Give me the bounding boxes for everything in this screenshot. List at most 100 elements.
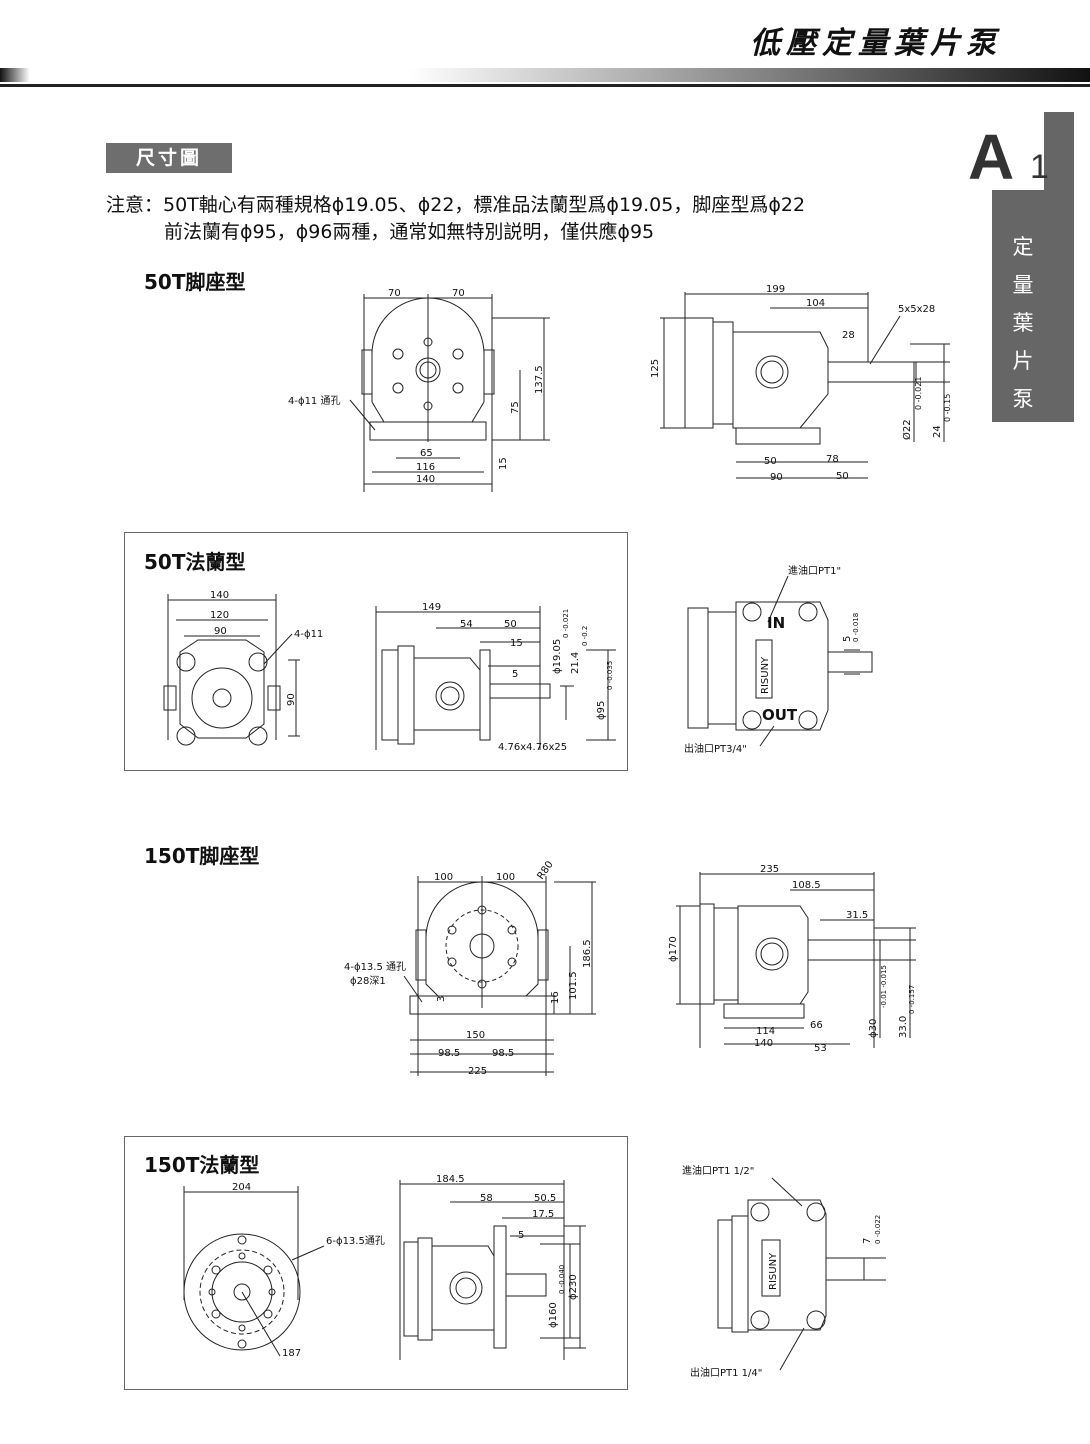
dim-50-5: 50.5	[534, 1193, 556, 1204]
dim-outer-230: ϕ230	[568, 1274, 579, 1300]
label-outlet-pt3-4: 出油口PT3/4"	[684, 742, 747, 755]
dim-75: 75	[510, 401, 521, 414]
dim-phi-170: ϕ170	[668, 936, 679, 962]
dim-70-a: 70	[388, 288, 401, 299]
dim-31-5: 31.5	[846, 910, 868, 921]
label-out: OUT	[762, 706, 798, 724]
label-brand-risuny: RISUNY	[760, 656, 771, 694]
label-inlet-pt1-1-2: 進油口PT1 1/2"	[682, 1164, 754, 1177]
dim-key-5: 5	[842, 636, 853, 642]
dim-33: 33.0	[898, 1016, 909, 1038]
dim-17-5: 17.5	[532, 1209, 554, 1220]
dim-24: 24	[932, 425, 943, 438]
dim-r80: R80	[535, 859, 555, 881]
heading-50t-foot: 50T脚座型	[144, 270, 246, 294]
heading-50t-flange: 50T法蘭型	[144, 550, 246, 574]
dim-shaft-30-tol: -0.01 -0.015	[880, 965, 888, 1008]
dim-pilot-95-tol: 0 -0.035	[606, 661, 614, 690]
dim-21-4-tol: 0 -0.2	[581, 626, 589, 646]
dim-shaft-19-05-tol: 0 -0.021	[562, 609, 570, 638]
dim-16: 16	[550, 991, 561, 1004]
heading-150t-foot: 150T脚座型	[144, 844, 260, 868]
note-line-1: 注意：50T軸心有兩種規格ϕ19.05、ϕ22，標准品法蘭型爲ϕ19.05，脚座…	[106, 194, 806, 216]
dim-150: 150	[466, 1030, 485, 1041]
label-in: IN	[767, 614, 785, 632]
dim-54: 54	[460, 619, 473, 630]
heading-150t-flange: 150T法蘭型	[144, 1153, 260, 1177]
dim-hole-4-11: 4-ϕ11	[294, 629, 323, 640]
dim-98-5-b: 98.5	[492, 1048, 514, 1059]
dim-28: 28	[842, 330, 855, 341]
note-line-2: 前法蘭有ϕ95，ϕ96兩種，通常如無特別説明，僅供應ϕ95	[164, 221, 655, 243]
dim-15: 15	[510, 638, 523, 649]
dim-53: 53	[814, 1043, 827, 1054]
side-tab	[992, 112, 1074, 422]
dim-149: 149	[422, 602, 441, 613]
dim-100-a: 100	[434, 872, 453, 883]
dim-104: 104	[806, 298, 825, 309]
drawing-50t-foot: 70 70 137.5 75 15 4-ϕ11 通孔 65 116 140 19…	[288, 284, 952, 492]
drawing-50t-flange: 140 120 90 4-ϕ11 90 149 54 50 15 5 4.76x…	[163, 564, 873, 755]
dim-90: 90	[214, 626, 227, 637]
dim-key-7-tol: 0 -0.022	[874, 1215, 882, 1244]
side-tab-text: 定量葉片泵	[1012, 235, 1034, 411]
dim-108-5: 108.5	[792, 880, 821, 891]
dim-114: 114	[756, 1026, 775, 1037]
dim-hole-6-13-5: 6-ϕ13.5通孔	[326, 1235, 385, 1247]
dim-key-5-tol: 0 -0.018	[852, 613, 860, 642]
dim-shaft-19-05: ϕ19.05	[552, 639, 563, 674]
label-outlet-pt1-1-4: 出油口PT1 1/4"	[690, 1366, 762, 1379]
dim-186-5: 186.5	[582, 939, 593, 968]
label-brand-risuny: RISUNY	[768, 1252, 779, 1290]
dim-key-4-76: 4.76x4.76x25	[498, 742, 567, 753]
dim-225: 225	[468, 1066, 487, 1077]
dim-24-tol: 0 -0.15	[943, 394, 952, 422]
dim-50: 50	[504, 619, 517, 630]
header-gradient-bar	[0, 68, 1090, 87]
dim-21-4: 21.4	[570, 652, 581, 674]
drawing-150t-flange: 204 6-ϕ13.5通孔 187 184.5 58 50.5 17.5 5 ϕ…	[183, 1164, 886, 1379]
page-title: 低壓定量葉片泵	[750, 26, 1002, 61]
dim-199: 199	[766, 284, 785, 295]
side-tab-letter: A	[968, 121, 1015, 193]
dim-137-5: 137.5	[534, 365, 545, 394]
dim-hole-4-11: 4-ϕ11 通孔	[288, 395, 340, 407]
dim-hole-4-13-5: 4-ϕ13.5 通孔	[344, 961, 406, 973]
dim-15: 15	[498, 457, 509, 470]
dim-78: 78	[826, 454, 839, 465]
dim-184-5: 184.5	[436, 1174, 465, 1185]
dim-98-5-a: 98.5	[438, 1048, 460, 1059]
dim-140: 140	[416, 474, 435, 485]
label-inlet-pt1: 進油口PT1"	[788, 564, 841, 577]
dim-116: 116	[416, 462, 435, 473]
box-50t-flange	[124, 532, 628, 771]
side-tab-number: 1	[1030, 148, 1049, 186]
dim-187: 187	[282, 1348, 301, 1359]
dim-235: 235	[760, 864, 779, 875]
section-tag: 尺寸圖	[106, 143, 232, 173]
dim-hole-28: ϕ28深1	[350, 975, 386, 987]
dim-5: 5	[518, 1230, 524, 1241]
dim-140: 140	[210, 590, 229, 601]
dim-70-b: 70	[452, 288, 465, 299]
dim-120: 120	[210, 610, 229, 621]
dim-shaft-22: Ø22	[901, 419, 913, 440]
drawing-150t-foot: 100 100 R80 4-ϕ13.5 通孔 ϕ28深1 186.5 101.5…	[344, 859, 916, 1077]
dim-5: 5	[512, 669, 518, 680]
dim-3: 3	[436, 996, 447, 1002]
dim-204: 204	[232, 1182, 251, 1193]
dim-50-b: 50	[836, 471, 849, 482]
dim-33-tol: 0 -0.157	[908, 985, 916, 1014]
note: 注意：50T軸心有兩種規格ϕ19.05、ϕ22，標准品法蘭型爲ϕ19.05，脚座…	[106, 192, 805, 246]
dim-140: 140	[754, 1038, 773, 1049]
dim-pilot-160-tol: 0 -0.040	[558, 1265, 566, 1294]
dim-65: 65	[420, 448, 433, 459]
dim-50-a: 50	[764, 456, 777, 467]
dim-58: 58	[480, 1193, 493, 1204]
dim-101-5: 101.5	[568, 971, 579, 1000]
dim-66: 66	[810, 1020, 823, 1031]
dim-key-7: 7	[862, 1238, 873, 1244]
dim-shaft-22-tol: 0 -0.021	[914, 377, 923, 410]
dim-pilot-160: ϕ160	[548, 1302, 559, 1328]
dim-90-v: 90	[286, 693, 297, 706]
